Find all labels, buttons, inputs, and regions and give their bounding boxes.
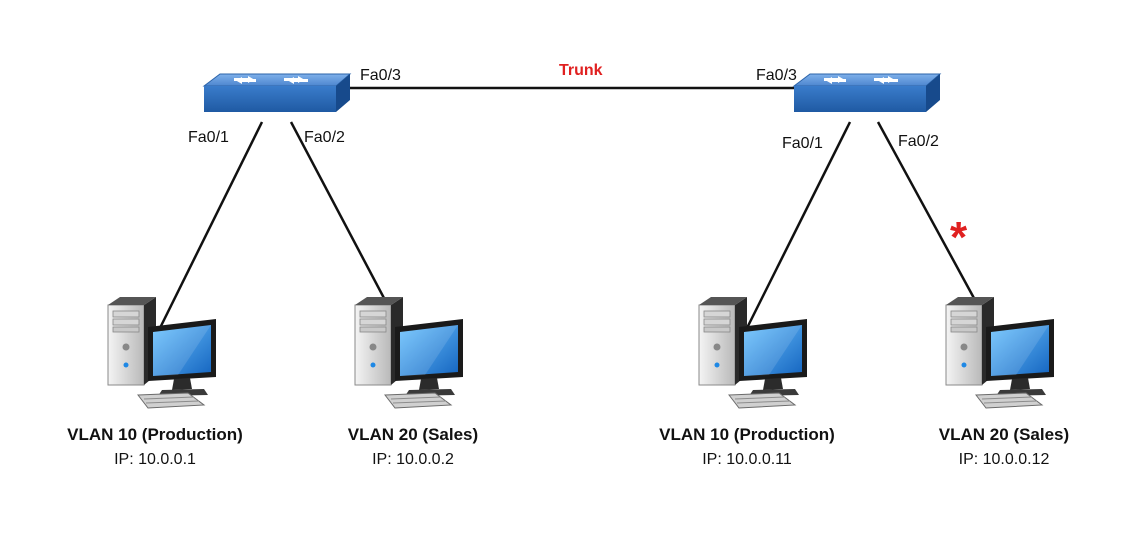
desktop-pc-icon[interactable] bbox=[354, 296, 464, 409]
host-4-ip: IP: 10.0.0.12 bbox=[958, 451, 1050, 468]
host-2-vlan: VLAN 20 (Sales) bbox=[347, 425, 479, 444]
port-label-right-fa02: Fa0/2 bbox=[898, 133, 939, 150]
host-3-ip: IP: 10.0.0.11 bbox=[702, 451, 792, 468]
port-label-left-fa03: Fa0/3 bbox=[360, 67, 401, 84]
asterisk-marker-icon: * bbox=[950, 213, 968, 262]
cable-left-fa01 bbox=[158, 121, 264, 329]
port-label-left-fa02: Fa0/2 bbox=[304, 129, 345, 146]
network-switch-icon[interactable] bbox=[793, 73, 941, 113]
desktop-pc-icon[interactable] bbox=[945, 296, 1055, 409]
cable-right-fa01 bbox=[745, 121, 852, 329]
host-3-vlan: VLAN 10 (Production) bbox=[659, 425, 835, 444]
cable-right-fa02 bbox=[876, 121, 977, 301]
trunk-label: Trunk bbox=[559, 62, 603, 79]
host-2-ip: IP: 10.0.0.2 bbox=[372, 451, 454, 468]
host-1-vlan: VLAN 10 (Production) bbox=[67, 425, 243, 444]
port-label-left-fa01: Fa0/1 bbox=[188, 129, 229, 146]
cable-left-fa02 bbox=[289, 121, 387, 301]
port-label-right-fa01: Fa0/1 bbox=[782, 135, 823, 152]
desktop-pc-icon[interactable] bbox=[107, 296, 217, 409]
host-4-vlan: VLAN 20 (Sales) bbox=[938, 425, 1070, 444]
host-1-ip: IP: 10.0.0.1 bbox=[114, 451, 196, 468]
network-switch-icon[interactable] bbox=[203, 73, 351, 113]
port-label-right-fa03: Fa0/3 bbox=[756, 67, 797, 84]
